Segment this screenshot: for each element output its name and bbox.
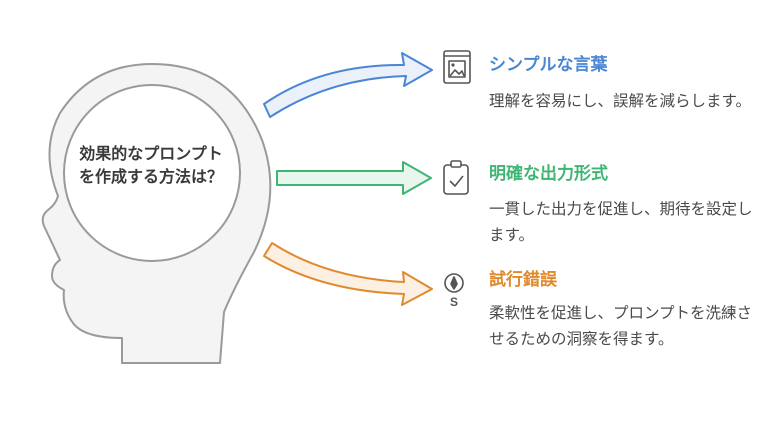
item-desc-clear-output: 一貫した出力を促進し、期待を設定します。 (489, 200, 753, 244)
central-question: 効果的なプロンプトを作成する方法は？ (78, 144, 223, 186)
item-title-simple-language: シンプルな言葉 (489, 55, 608, 75)
item-desc-simple-language: 理解を容易にし、誤解を減らします。 (489, 92, 751, 110)
arrow-trial-error (263, 242, 433, 306)
arrow-simple-language (263, 52, 433, 118)
arrow-clear-output (276, 161, 432, 195)
item-desc-trial-error: 柔軟性を促進し、プロンプトを洗練させるための洞察を得ます。 (489, 304, 753, 348)
clipboard-check-icon (443, 160, 469, 195)
item-title-trial-error: 試行錯誤 (489, 270, 557, 290)
thought-circle (63, 84, 241, 262)
item-title-clear-output: 明確な出力形式 (489, 164, 608, 184)
image-book-icon (443, 50, 471, 84)
compass-icon: S (444, 273, 464, 309)
svg-text:S: S (450, 295, 458, 309)
